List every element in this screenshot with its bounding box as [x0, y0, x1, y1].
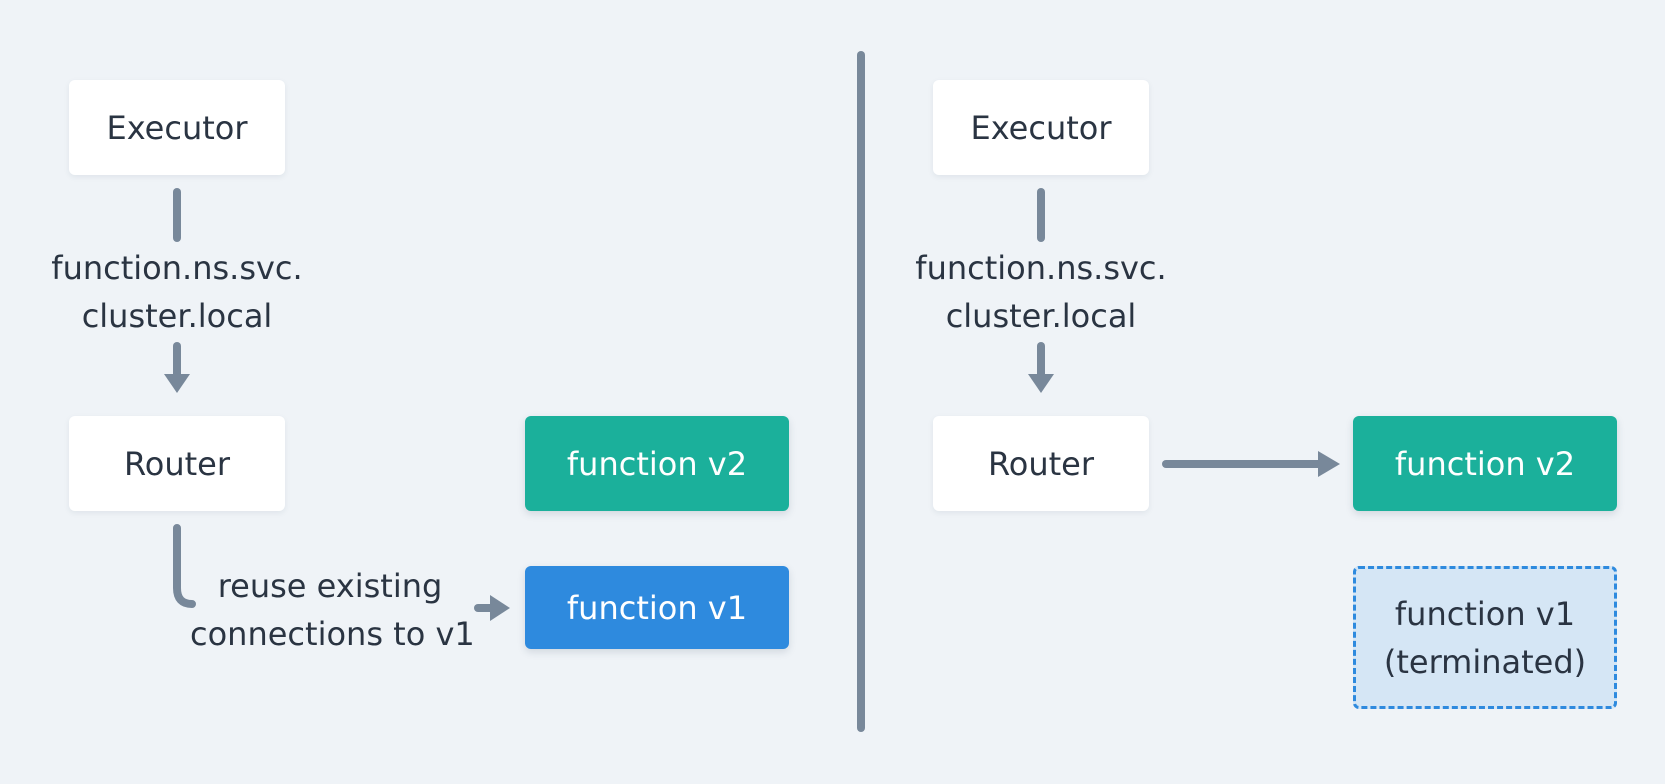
left-router-label: Router [123, 444, 231, 483]
right-executor-label: Executor [970, 108, 1112, 147]
right-router-box: Router [933, 416, 1149, 511]
left-executor-box: Executor [69, 80, 285, 175]
right-function-v2-box: function v2 [1353, 416, 1617, 511]
left-router-curve-connector [173, 524, 196, 608]
right-dns-line1: function.ns.svc. [915, 249, 1167, 287]
left-router-box: Router [69, 416, 285, 511]
left-function-v1-label: function v1 [566, 588, 748, 627]
left-reuse-line1: reuse existing [217, 567, 443, 605]
left-dns-line2: cluster.local [81, 297, 273, 335]
right-function-v1-label: function v1 [1394, 594, 1576, 633]
right-function-v2-label: function v2 [1394, 444, 1576, 483]
right-router-label: Router [987, 444, 1095, 483]
right-function-v1-status: (terminated) [1383, 642, 1587, 681]
left-function-v1-box: function v1 [525, 566, 789, 649]
left-dns-router-arrowhead [164, 374, 190, 393]
left-executor-label: Executor [106, 108, 248, 147]
left-function-v2-box: function v2 [525, 416, 789, 511]
left-dns-label: function.ns.svc. cluster.local [37, 244, 317, 340]
right-dns-line2: cluster.local [945, 297, 1137, 335]
left-reuse-label: reuse existing connections to v1 [190, 562, 475, 658]
left-function-v2-label: function v2 [566, 444, 748, 483]
right-function-v1-terminated-box: function v1 (terminated) [1353, 566, 1617, 709]
right-dns-label: function.ns.svc. cluster.local [901, 244, 1181, 340]
right-executor-box: Executor [933, 80, 1149, 175]
right-dns-router-arrowhead [1028, 374, 1054, 393]
left-dns-line1: function.ns.svc. [51, 249, 303, 287]
left-reuse-line2: connections to v1 [190, 615, 475, 653]
right-router-v2-arrowhead [1318, 451, 1340, 477]
left-reuse-arrowhead [490, 595, 510, 621]
